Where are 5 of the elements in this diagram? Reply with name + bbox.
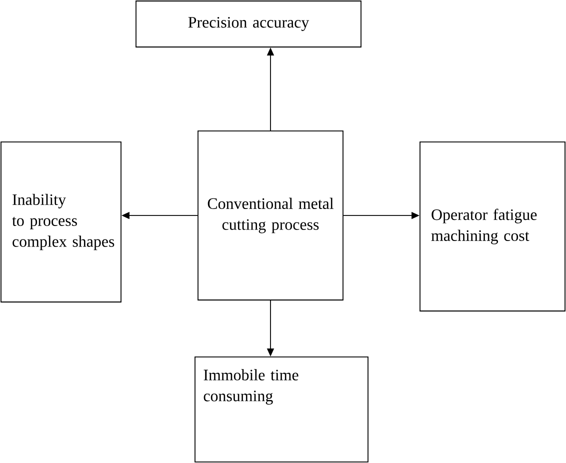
process-box: Operator fatigue machining cost xyxy=(420,142,566,312)
process-box: Inability to process complex shapes xyxy=(0,142,122,302)
process-box: Precision accuracy xyxy=(136,0,362,48)
process-box: Immobile time consuming xyxy=(194,356,368,462)
process-box: Conventional metal cutting process xyxy=(198,130,344,300)
